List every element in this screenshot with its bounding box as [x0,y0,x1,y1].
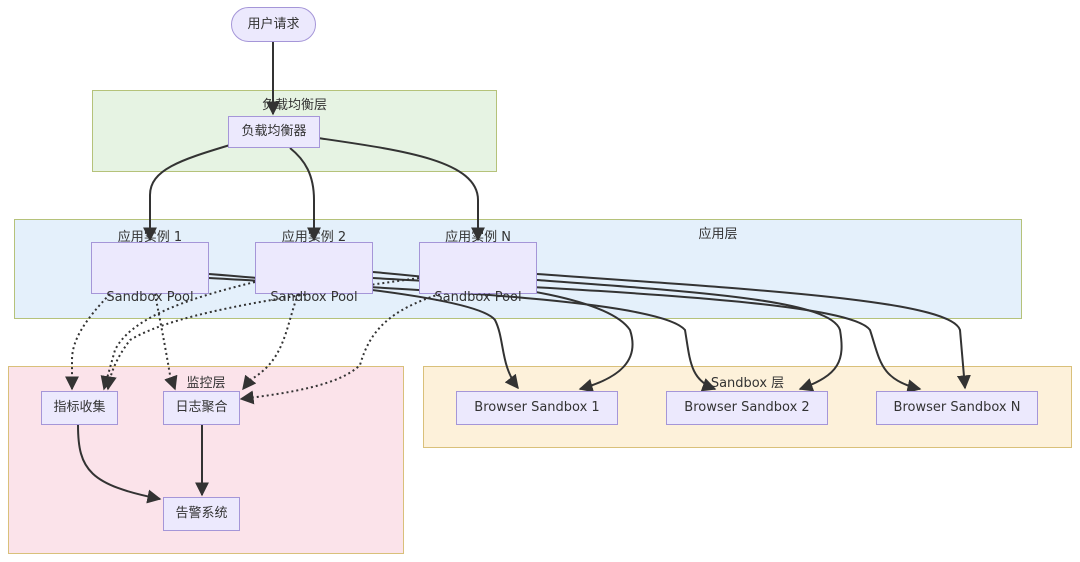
app-instance-2-title: 应用实例 2 [281,230,347,245]
alert-system-node[interactable]: 告警系统 [163,497,240,531]
app-instance-n-node[interactable]: 应用实例 N Sandbox Pool [419,230,537,305]
sandbox-layer-label: Sandbox 层 [710,376,785,391]
edge-lb-to-appn [317,137,485,242]
edge-appn-to-logs [239,293,441,405]
app-instance-1-subtitle: Sandbox Pool [106,290,194,305]
edge-app1-to-metrics [65,293,111,391]
user-request-label: 用户请求 [247,16,300,32]
edge-metrics-to-alert [77,424,162,504]
edge-appn-to-metrics [102,277,420,391]
monitoring-layer-label: 监控层 [186,376,226,391]
edge-appn-to-bsn [536,273,971,390]
app-instance-n-title: 应用实例 N [445,230,511,245]
browser-sandbox-1-node[interactable]: Browser Sandbox 1 [456,391,618,425]
alert-system-label: 告警系统 [175,506,228,521]
application-layer-label: 应用层 [698,227,738,242]
edge-appn-to-bs2 [536,279,843,392]
browser-sandbox-n-label: Browser Sandbox N [893,400,1021,415]
app-instance-1-title: 应用实例 1 [117,230,183,245]
edge-lb-to-app1 [143,144,231,242]
browser-sandbox-1-label: Browser Sandbox 1 [474,400,600,415]
app-instance-2-node[interactable]: 应用实例 2 Sandbox Pool [255,230,373,305]
load-balancer-node[interactable]: 负载均衡器 [228,116,320,148]
app-instance-1-node[interactable]: 应用实例 1 Sandbox Pool [91,230,209,305]
log-aggregation-node[interactable]: 日志聚合 [163,391,240,425]
app-instance-n-subtitle: Sandbox Pool [434,290,522,305]
app-instance-2-subtitle: Sandbox Pool [270,290,358,305]
metrics-collection-node[interactable]: 指标收集 [41,391,118,425]
load-balancer-label: 负载均衡器 [241,124,307,139]
browser-sandbox-n-node[interactable]: Browser Sandbox N [876,391,1038,425]
metrics-collection-label: 指标收集 [53,400,106,415]
browser-sandbox-2-label: Browser Sandbox 2 [684,400,810,415]
edge-lb-to-app2 [289,147,321,242]
edge-app1-to-logs [154,293,178,391]
browser-sandbox-2-node[interactable]: Browser Sandbox 2 [666,391,828,425]
edge-app2-to-logs [242,293,299,391]
user-request-node[interactable]: 用户请求 [231,7,316,42]
log-aggregation-label: 日志聚合 [175,400,228,415]
